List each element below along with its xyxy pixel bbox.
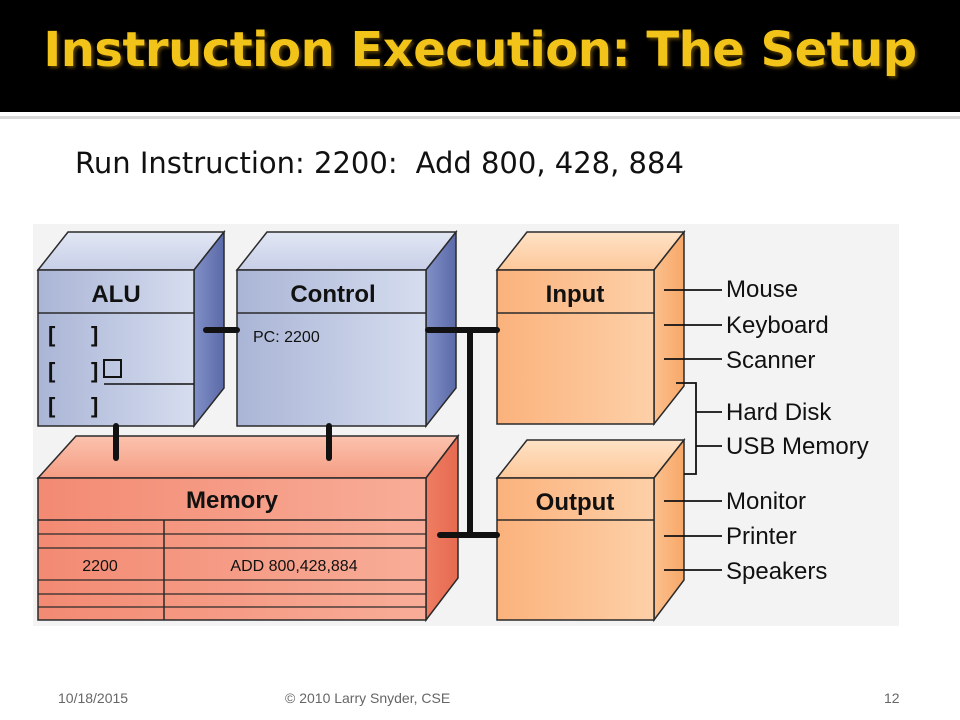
alu-register-bracket: [ (48, 358, 56, 383)
device-label-scanner: Scanner (726, 347, 815, 374)
control-title: Control (290, 281, 375, 308)
footer-date: 10/18/2015 (58, 690, 129, 706)
alu-operation-square-icon (103, 359, 122, 378)
title-bar (0, 0, 960, 112)
footer-copyright: © 2010 Larry Snyder, CSE (285, 690, 451, 706)
system-bus (113, 327, 500, 538)
memory-unit: Memory 2200 ADD 800,428,884 (36, 433, 460, 623)
memory-contents: ADD 800,428,884 (230, 558, 357, 575)
device-label-keyboard: Keyboard (726, 312, 829, 339)
alu-unit: ALU [ ] [ ] [ ] (36, 229, 226, 429)
device-label-mouse: Mouse (726, 276, 798, 303)
device-label-printer: Printer (726, 523, 797, 550)
input-unit: Input (495, 229, 686, 427)
peripheral-labels: Mouse Keyboard Scanner Hard Disk USB Mem… (726, 276, 869, 585)
footer-page-number: 12 (884, 690, 900, 706)
title-divider (0, 116, 960, 119)
memory-address: 2200 (82, 558, 118, 575)
instruction-body: Add 800, 428, 884 (415, 146, 684, 180)
alu-register-bracket: [ (48, 322, 56, 347)
output-unit: Output (495, 437, 686, 623)
alu-register-bracket: ] (91, 393, 98, 418)
device-label-monitor: Monitor (726, 488, 806, 515)
output-title: Output (536, 489, 615, 516)
peripheral-connectors (664, 289, 722, 571)
device-label-usb-memory: USB Memory (726, 433, 869, 460)
instruction-line: Run Instruction: 2200: Add 800, 428, 884 (75, 146, 684, 180)
alu-register-bracket: [ (48, 393, 56, 418)
program-counter: PC: 2200 (253, 329, 320, 346)
input-title: Input (546, 281, 605, 308)
alu-register-bracket: ] (91, 322, 98, 347)
device-label-hard-disk: Hard Disk (726, 399, 832, 426)
device-label-speakers: Speakers (726, 558, 827, 585)
alu-title: ALU (91, 281, 140, 308)
instruction-label: Run Instruction: 2200: (75, 146, 398, 180)
memory-title: Memory (186, 487, 279, 514)
control-unit: Control PC: 2200 (235, 229, 458, 429)
alu-register-bracket: ] (91, 358, 98, 383)
slide-title: Instruction Execution: The Setup (43, 22, 917, 78)
